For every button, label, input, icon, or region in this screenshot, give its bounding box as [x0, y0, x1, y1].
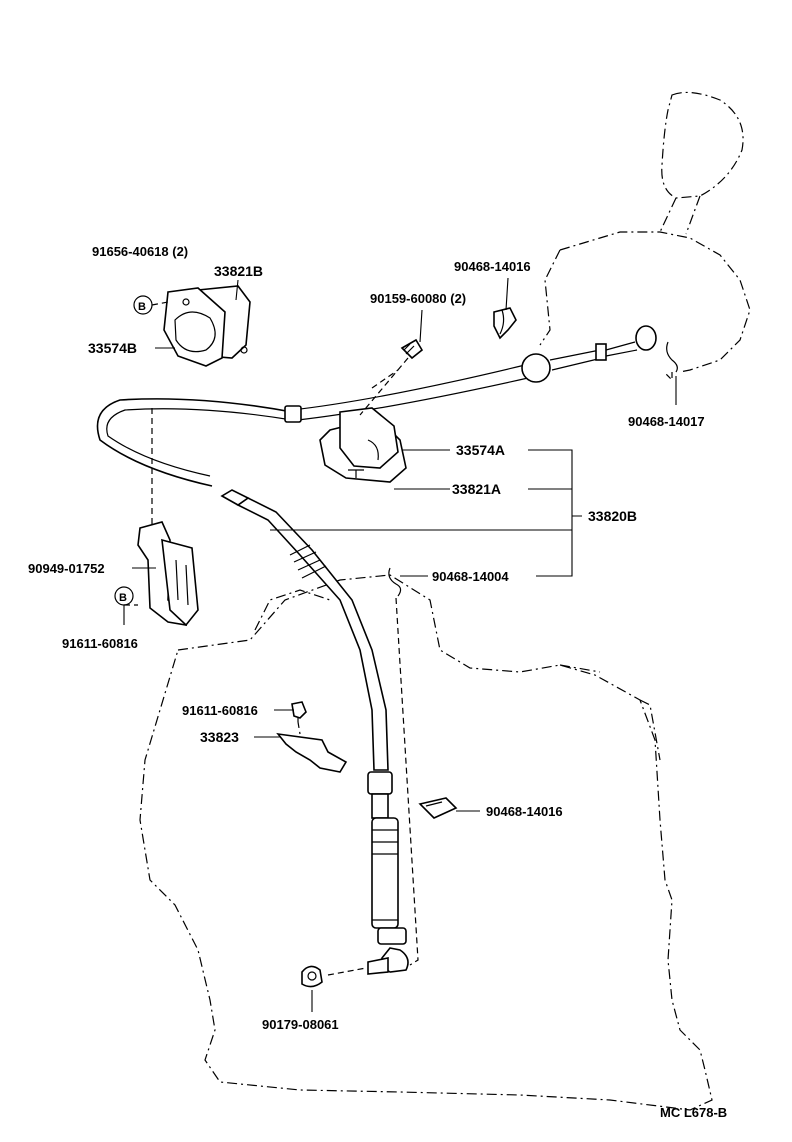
diagram-reference-code: MC L678-B	[660, 1105, 727, 1120]
cable-grommet-upper	[521, 353, 551, 383]
bushing-90179-08061	[301, 965, 323, 988]
label-91611-60816-mid: 91611-60816	[182, 703, 258, 718]
label-90468-14016-top: 90468-14016	[454, 259, 531, 274]
bracket-detail	[348, 439, 379, 478]
cable-end-rod-upper	[605, 341, 638, 357]
label-90179-08061: 90179-08061	[262, 1017, 339, 1032]
assembly-line-clip-top	[371, 369, 399, 389]
bracket-33574B-hole	[174, 311, 216, 353]
label-91611-60816-left: 91611-60816	[62, 636, 138, 651]
shift-lever-outline	[659, 195, 701, 235]
ref-b-marker-upper-text: B	[138, 301, 146, 313]
leader-33821B	[235, 279, 239, 301]
cable-end-pin	[367, 957, 389, 975]
leader-33820B-bracket	[270, 449, 582, 577]
label-90468-14016-bottom: 90468-14016	[486, 804, 563, 819]
bracket-33821A	[339, 407, 399, 469]
label-33820B: 33820B	[588, 508, 637, 524]
leader-90468-14016-top	[505, 277, 509, 311]
cable-boot	[371, 817, 399, 929]
clip-90468-14016-top	[493, 307, 517, 340]
cable-lower-sleeve	[371, 793, 389, 819]
cable-rod-upper	[549, 349, 603, 371]
cable-upper-run	[291, 364, 529, 421]
label-90468-14017: 90468-14017	[628, 414, 705, 429]
assembly-line-b-upper	[151, 301, 169, 306]
label-91656-40618: 91656-40618 (2)	[92, 244, 188, 259]
assembly-line-plate	[297, 721, 301, 735]
assembly-line-clip-14017	[663, 371, 673, 382]
label-90949-01752: 90949-01752	[28, 561, 105, 576]
ref-b-marker-lower-text: B	[119, 592, 127, 604]
cable-outer-upper	[96, 398, 293, 487]
label-33823: 33823	[200, 729, 239, 745]
assembly-line-bolt	[359, 357, 409, 416]
cable-outer-upper-inner	[106, 408, 293, 477]
label-90159-60080: 90159-60080 (2)	[370, 291, 466, 306]
bracket-bolt-hole-2	[240, 346, 248, 354]
shift-housing-outline	[539, 231, 751, 373]
label-33574B: 33574B	[88, 340, 137, 356]
bolt-90159-60080-shank	[403, 343, 415, 355]
plate-33823	[276, 732, 348, 773]
cable-eye-upper	[635, 325, 657, 351]
bushing-hole	[307, 971, 317, 981]
cable-lower-run	[236, 497, 389, 771]
cable-collar	[284, 405, 302, 423]
bolt-91611-60816-mid	[291, 701, 307, 719]
clip-90468-14017	[666, 341, 678, 373]
clip-bracket-side	[161, 538, 199, 627]
cable-lower-collar	[367, 771, 393, 795]
clip-90468-14016-bottom	[418, 797, 458, 819]
cable-lower-end-tip	[220, 489, 250, 506]
cable-end-sleeve-upper	[595, 343, 607, 361]
cable-boot-ribs	[372, 829, 398, 921]
leader-90159-60080	[419, 309, 423, 343]
label-33821A: 33821A	[452, 481, 501, 497]
clip-detail	[175, 559, 189, 606]
bracket-bolt-hole	[182, 298, 190, 306]
cable-bellows-upper	[289, 544, 327, 579]
clip-90468-14004	[388, 567, 402, 597]
label-90468-14004: 90468-14004	[432, 569, 509, 584]
shift-knob-outline	[661, 91, 744, 199]
assembly-line-bushing	[327, 967, 367, 976]
assembly-line-vert-right	[395, 597, 419, 966]
bolt-90159-60080	[400, 338, 424, 360]
transmission-outline	[139, 574, 713, 1111]
clip-90468-14016-bottom-detail	[425, 801, 443, 807]
cable-end-fitting	[377, 927, 407, 945]
transmission-inner-outline	[254, 589, 661, 761]
label-33574A: 33574A	[456, 442, 505, 458]
clip-90468-14016-top-detail	[499, 309, 505, 335]
label-33821B: 33821B	[214, 263, 263, 279]
